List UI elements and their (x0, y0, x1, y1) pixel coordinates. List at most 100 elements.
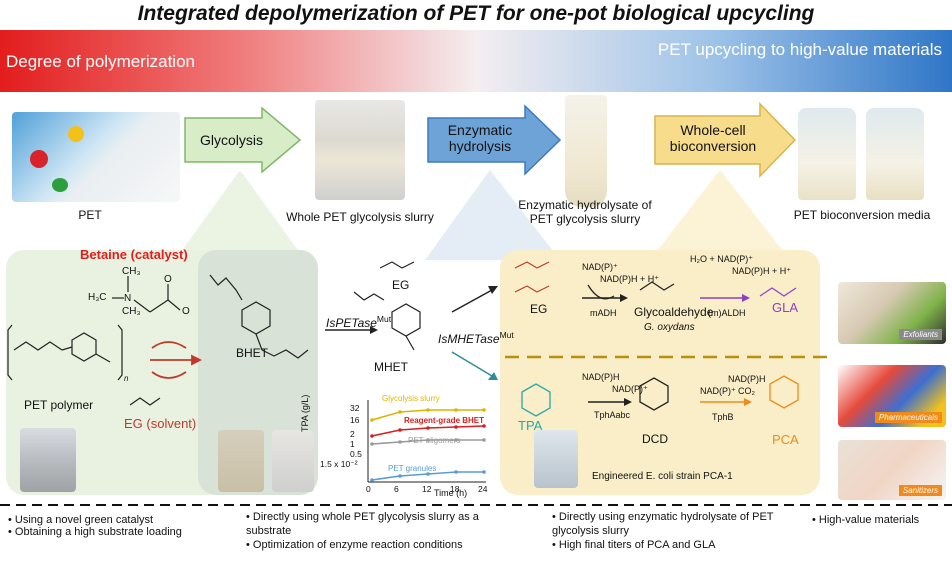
inset-x-tick: 12 (422, 484, 432, 494)
hydrolysate-label: Enzymatic hydrolysate of PET glycolysis … (518, 198, 652, 226)
bullets-col4: • High-value materials (812, 514, 950, 526)
inset-series-point (370, 442, 374, 446)
bioconversion-flask-1 (798, 108, 856, 200)
inset-y-tick: 16 (350, 415, 360, 425)
eg-solvent-label: EG (solvent) (124, 416, 197, 431)
tphb-label: TphB (712, 412, 734, 422)
inset-series-point (482, 408, 486, 412)
madh-arrow (587, 284, 615, 300)
legend-glycolysis-slurry: Glycolysis slurry (382, 394, 440, 403)
tph-nadph-in: NAD(P)H (582, 372, 620, 382)
pharmaceuticals-tag: Pharmaceuticals (874, 412, 942, 423)
glycoaldehyde-label: Glycoaldehyde (634, 305, 714, 319)
polymer-n: n (124, 374, 129, 383)
tphb-nadp-in: NAD(P)⁺ (700, 386, 736, 396)
inset-series-point (482, 424, 486, 428)
pet-polymer-label: PET polymer (24, 398, 94, 412)
eg-bio-structure (514, 261, 550, 293)
inset-series-point (482, 438, 486, 442)
g-oxydans-label: G. oxydans (644, 322, 695, 333)
inset-series-point (370, 418, 374, 422)
madh-label: mADH (590, 308, 617, 318)
inset-series-point (426, 426, 430, 430)
madh-nadph-out: NAD(P)H + H⁺ (600, 274, 660, 284)
sanitizers-tag: Sanitizers (898, 485, 942, 496)
tphb-co2: CO₂ (738, 386, 755, 396)
bhet-tube-photo-2 (272, 430, 314, 492)
inset-x-tick: 6 (394, 484, 399, 494)
betaine-o-minus: O (182, 306, 190, 317)
inset-y-tick: 1.5 x 10⁻² (320, 459, 358, 469)
inset-y-tick: 1 (350, 439, 355, 449)
inset-series-point (454, 408, 458, 412)
inset-ylabel: TPA (g/L) (300, 394, 310, 432)
bioconversion-step-label: Whole-cell bioconversion (669, 122, 757, 154)
gla-label: GLA (772, 300, 799, 315)
inset-series-point (454, 438, 458, 442)
eg-bio-label: EG (530, 302, 548, 316)
inset-series-point (426, 472, 430, 476)
bioconversion-media-label: PET bioconversion media (793, 208, 931, 222)
glycolysis-step-label: Glycolysis (200, 132, 264, 148)
ispetase-label: IsPETaseMut (326, 314, 392, 330)
pharmaceuticals-photo: Pharmaceuticals (838, 365, 946, 427)
glycolysis-slurry-label: Whole PET glycolysis slurry (286, 210, 434, 224)
arrow-to-eg (451, 289, 493, 313)
inset-y-tick: 0.5 (350, 449, 362, 459)
glycoaldehyde-structure (639, 281, 675, 291)
mhet-structure (353, 291, 421, 351)
bhet-label: BHET (236, 346, 269, 360)
bullets-col1: • Using a novel green catalyst • Obtaini… (8, 514, 238, 538)
legend-pet-oligomers: PET oligomers (408, 436, 461, 445)
dcd-structure (639, 377, 669, 411)
banner-left-label: Degree of polymerization (6, 52, 195, 71)
bullet-item: • Obtaining a high substrate loading (8, 526, 182, 538)
sanitizers-photo: Sanitizers (838, 440, 946, 500)
legend-pet-granules: PET granules (388, 464, 437, 473)
inset-series-point (454, 470, 458, 474)
figure-title: Integrated depolymerization of PET for o… (137, 2, 815, 25)
exfoliants-photo: Exfoliants (838, 282, 946, 344)
glycolysis-arrow (184, 106, 302, 174)
bullet-item: • Directly using whole PET glycolysis sl… (246, 511, 479, 537)
tpa-tube-photo (534, 430, 578, 488)
glycolysis-reaction-arrows (150, 341, 203, 379)
banner-right-label: PET upcycling to high-value materials (657, 40, 942, 59)
strain-label: Engineered E. coli strain PCA-1 (592, 471, 733, 482)
inset-tpa-chart (367, 400, 486, 483)
catalyst-label: Betaine (catalyst) (80, 247, 188, 262)
bioconversion-arrow (654, 102, 797, 178)
eg-hydrolysis-structure (379, 261, 415, 269)
bullet-item: • Using a novel green catalyst (8, 514, 154, 526)
inset-y-tick: 2 (350, 429, 355, 439)
pca-structure (769, 375, 799, 409)
madh-nadp-in: NAD(P)⁺ (582, 262, 618, 272)
betaine-structure (112, 276, 181, 313)
glycolysis-slurry-photo (315, 100, 405, 200)
inset-series-point (398, 428, 402, 432)
aldh-label: (m)ALDH (708, 308, 746, 318)
inset-x-tick: 18 (450, 484, 460, 494)
inset-series-point (482, 470, 486, 474)
inset-series-point (398, 474, 402, 478)
inset-series-point (426, 408, 430, 412)
betaine-o-top: O (164, 274, 172, 285)
arrow-to-tpa (451, 351, 493, 377)
bullet-item: • High-value materials (812, 514, 920, 526)
inset-y-tick: 32 (350, 403, 360, 413)
bhet-tube-photo-1 (218, 430, 264, 492)
mhet-label: MHET (374, 360, 408, 374)
inset-series-point (398, 440, 402, 444)
tphb-nadph-out: NAD(P)H (728, 374, 766, 384)
tpa-label: TPA (518, 418, 543, 433)
hydrolysis-step-label: Enzymatic hydrolysis (447, 122, 513, 154)
betaine-ch3-bottom: CH₃ (122, 306, 141, 317)
pet-granules-photo (20, 428, 76, 492)
inset-series-point (454, 425, 458, 429)
ismhetase-label: IsMHETaseMut (438, 330, 514, 346)
pet-label: PET (78, 208, 102, 222)
inset-x-tick: 0 (366, 484, 371, 494)
bullet-item: • High final titers of PCA and GLA (552, 539, 716, 551)
